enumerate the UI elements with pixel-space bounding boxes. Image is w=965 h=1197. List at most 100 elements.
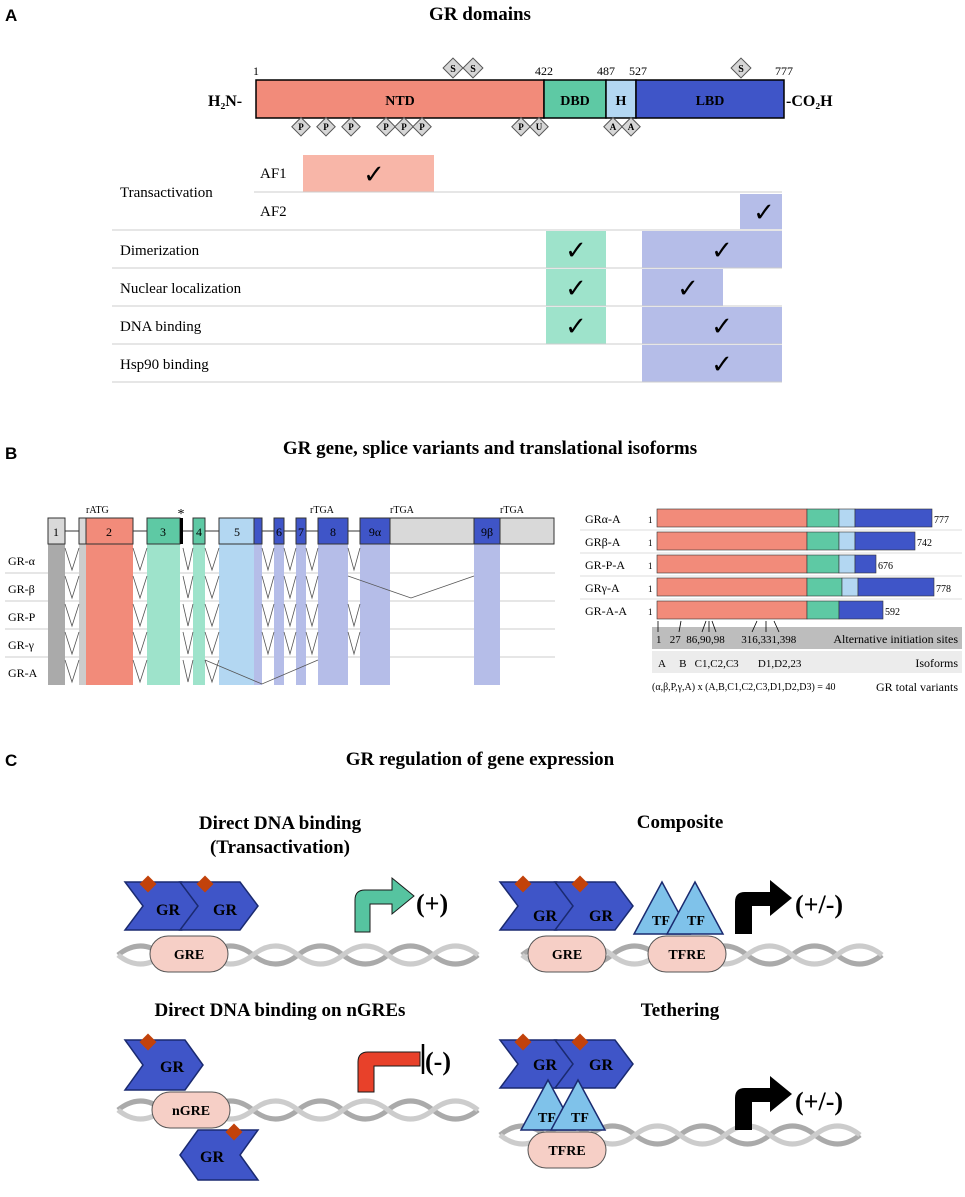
arrow-icon [735, 1076, 792, 1130]
exon9a-column [360, 544, 390, 685]
panel-c-letter: C [5, 751, 18, 770]
gr-shape [178, 881, 259, 931]
ligand-diamond [571, 1033, 589, 1051]
ptm-bottom-p7: P [511, 116, 531, 137]
star-marker: * [178, 507, 185, 522]
exon-3-end [180, 518, 183, 544]
tfre-element [647, 935, 727, 973]
variant-label: GR-A [8, 666, 38, 680]
svg-text:S: S [470, 64, 476, 75]
exon-label: 6 [276, 525, 282, 539]
exon-label: 8 [330, 525, 336, 539]
exon-5b [253, 517, 263, 545]
exon-label: 7 [298, 525, 304, 539]
dimer-dbd-bar [546, 231, 606, 268]
c-terminus: -CO₂H [786, 93, 833, 110]
hsp90-lbd-bar [642, 345, 782, 382]
isoform-bar-gamma [656, 577, 935, 597]
hsp90-label: Hsp90 binding [120, 357, 209, 373]
gr-shape [553, 1039, 634, 1089]
exon-7 [295, 517, 307, 545]
isoform-bar-p [656, 554, 877, 574]
svg-text:S: S [450, 64, 456, 75]
tf-label: TF [687, 914, 705, 929]
ngre-element [151, 1091, 231, 1129]
svg-text:P: P [348, 122, 354, 132]
exon-2 [85, 517, 134, 545]
dbd-label: DBD [560, 94, 590, 109]
ligand-diamond [514, 1033, 532, 1051]
exon-label: 9α [369, 525, 382, 539]
lbd-label: LBD [696, 94, 725, 109]
pos-422: 422 [535, 64, 553, 78]
nuc-lbd-bar [642, 269, 723, 306]
exon-5 [218, 517, 255, 545]
isoform-start: 1 [648, 561, 653, 571]
isoform-end: 592 [885, 607, 900, 618]
exon5-column [219, 544, 257, 685]
exon-8 [317, 517, 349, 545]
tf-label: TF [652, 914, 670, 929]
pos-527: 527 [629, 64, 647, 78]
initiation-sites: 1 27 86,90,98 316,331,398 [656, 634, 797, 646]
ptm-bottom-p4: P [376, 116, 396, 137]
gr-shape [123, 1039, 204, 1091]
exon8-column [318, 544, 348, 685]
isoform-name: GR-P-A [585, 558, 625, 572]
exon-3 [146, 517, 181, 545]
arrow-minus-icon [357, 1051, 421, 1093]
variant-label: GR-P [8, 610, 36, 624]
exon-6 [273, 517, 285, 545]
lbd-domain [635, 79, 785, 119]
exon5b-column [254, 544, 262, 685]
isoform-bar-a [656, 600, 884, 620]
panel-a-letter: A [5, 6, 18, 25]
svg-text:A: A [628, 122, 635, 132]
initiation-band [652, 627, 962, 649]
isoform-start: 1 [648, 584, 653, 594]
isoform-end: 742 [917, 538, 932, 549]
tf-triangle [665, 880, 725, 935]
ligand-diamond [139, 875, 157, 893]
gr-label: GR [160, 1059, 184, 1076]
isoform-name: GRβ-A [585, 535, 621, 549]
pos-1: 1 [253, 64, 259, 78]
ligand-diamond [196, 875, 214, 893]
exon-label: 2 [106, 525, 112, 539]
check-icon: ✓ [565, 236, 587, 265]
dna-binding-label: DNA binding [120, 319, 202, 335]
exon-label: 5 [234, 525, 240, 539]
gr-shape [553, 881, 634, 931]
ptm-bottom-a1: A [603, 116, 623, 137]
direct-binding-subheading: (Transactivation) [209, 837, 351, 858]
gr-label: GR [533, 1057, 557, 1074]
tfre-label: TFRE [548, 1144, 585, 1159]
svg-text:S: S [738, 64, 744, 75]
isoform-end: 778 [936, 584, 951, 595]
exon2-column [86, 544, 133, 685]
gre-element [149, 935, 229, 973]
effect-minus: (-) [425, 1047, 451, 1076]
svg-text:U: U [536, 122, 543, 132]
af2-label: AF2 [260, 204, 287, 220]
exon-label: 4 [196, 525, 202, 539]
exon-9a [359, 517, 391, 545]
isoform-bar-beta [656, 531, 916, 551]
gr-label: GR [589, 908, 613, 925]
check-icon: ✓ [711, 350, 733, 379]
ptm-bottom-p5: P [394, 116, 414, 137]
check-icon: ✓ [565, 312, 587, 341]
ptm-top-s1: S [442, 57, 464, 79]
nuc-dbd-bar [546, 269, 606, 306]
ntd-label: NTD [385, 94, 415, 109]
panel-b-title: GR gene, splice variants and translation… [282, 438, 698, 459]
gr-label: GR [200, 1149, 224, 1166]
ptm-bottom-p3: P [341, 116, 361, 137]
hinge-label: H [616, 94, 627, 109]
svg-text:P: P [383, 122, 389, 132]
direct-binding-title: Direct DNA binding (Transactivation) [130, 812, 430, 860]
exon3-column [147, 544, 180, 685]
composite-title: Composite [636, 812, 724, 833]
dna-dbd-bar [546, 307, 606, 344]
svg-text:P: P [298, 122, 304, 132]
